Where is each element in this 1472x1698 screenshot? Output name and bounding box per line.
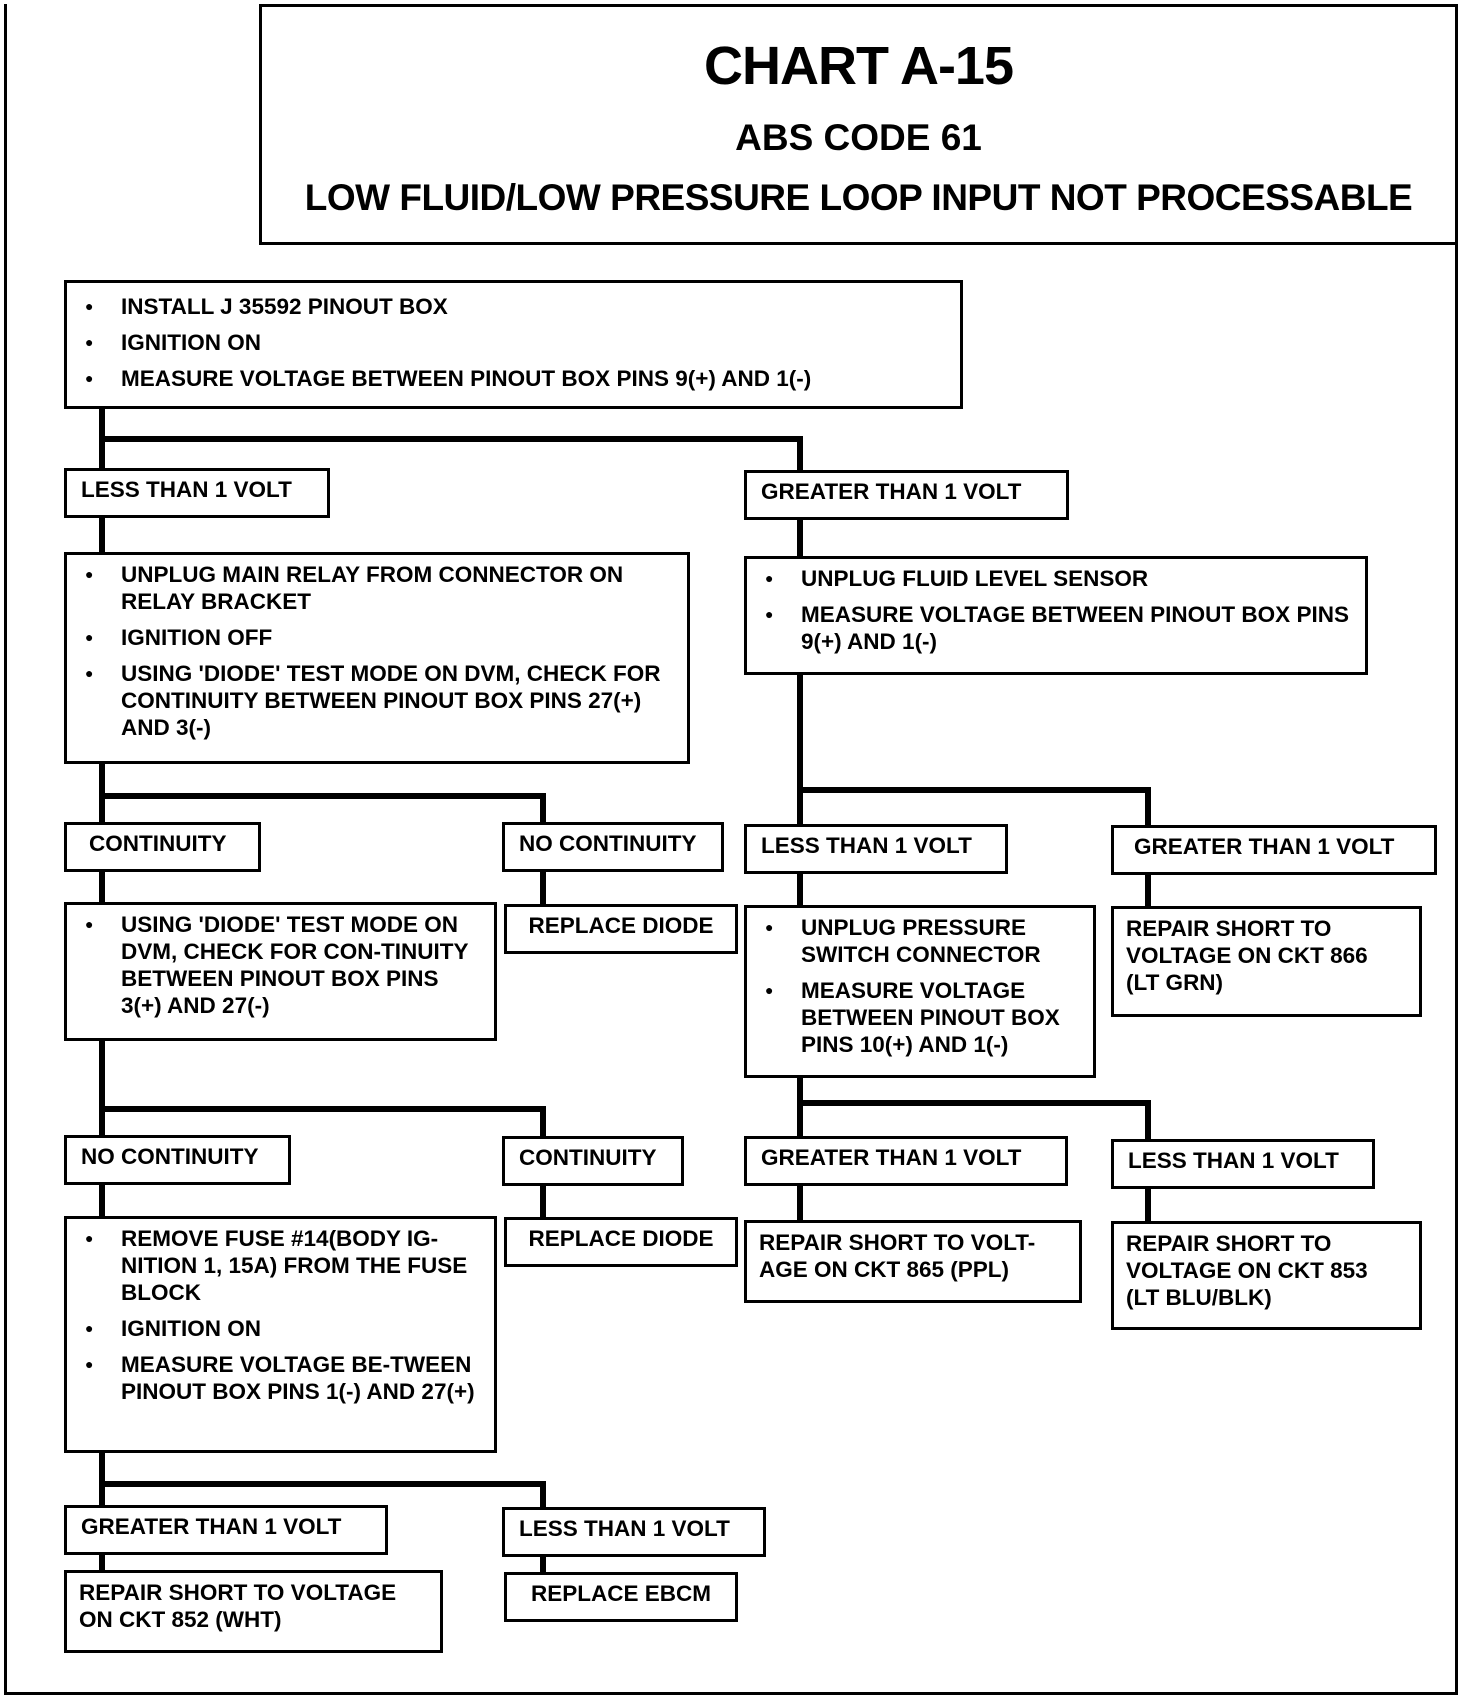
step-item: IGNITION ON — [79, 329, 948, 356]
action-replace-diode: REPLACE DIODE — [504, 1217, 738, 1267]
step-item: MEASURE VOLTAGE BETWEEN PINOUT BOX PINS … — [759, 601, 1353, 655]
branch-continuity: CONTINUITY — [64, 822, 261, 872]
branch-greater-than-1-volt: GREATER THAN 1 VOLT — [744, 1136, 1068, 1186]
title-block: CHART A-15 ABS CODE 61 LOW FLUID/LOW PRE… — [259, 4, 1458, 245]
branch-no-continuity: NO CONTINUITY — [502, 822, 724, 872]
chart-frame — [4, 4, 1458, 1695]
branch-less-than-1-volt: LESS THAN 1 VOLT — [502, 1507, 766, 1557]
step-fluid-level-sensor-check: UNPLUG FLUID LEVEL SENSOR MEASURE VOLTAG… — [744, 556, 1368, 675]
step-item: MEASURE VOLTAGE BE-TWEEN PINOUT BOX PINS… — [79, 1351, 482, 1405]
chart-title: CHART A-15 — [703, 36, 1014, 96]
action-text: REPAIR SHORT TO VOLTAGE ON CKT 866 (LT G… — [1126, 916, 1368, 995]
action-repair-short-ckt-866: REPAIR SHORT TO VOLTAGE ON CKT 866 (LT G… — [1111, 906, 1422, 1017]
step-item: UNPLUG MAIN RELAY FROM CONNECTOR ON RELA… — [79, 561, 675, 615]
branch-less-than-1-volt: LESS THAN 1 VOLT — [1111, 1139, 1375, 1189]
step-fuse-removal-check: REMOVE FUSE #14(BODY IG-NITION 1, 15A) F… — [64, 1216, 497, 1453]
step-main-relay-check: UNPLUG MAIN RELAY FROM CONNECTOR ON RELA… — [64, 552, 690, 764]
step-item: IGNITION OFF — [79, 624, 675, 651]
step-install-pinout-box: INSTALL J 35592 PINOUT BOX IGNITION ON M… — [64, 280, 963, 409]
chart-code: ABS CODE 61 — [735, 117, 982, 158]
action-text: REPAIR SHORT TO VOLT-AGE ON CKT 865 (PPL… — [759, 1230, 1036, 1282]
step-pressure-switch-check: UNPLUG PRESSURE SWITCH CONNECTOR MEASURE… — [744, 905, 1096, 1078]
step-item: REMOVE FUSE #14(BODY IG-NITION 1, 15A) F… — [79, 1225, 482, 1306]
step-item: IGNITION ON — [79, 1315, 482, 1342]
step-item: USING 'DIODE' TEST MODE ON DVM, CHECK FO… — [79, 911, 482, 1019]
step-diode-reverse-check: USING 'DIODE' TEST MODE ON DVM, CHECK FO… — [64, 902, 497, 1041]
step-item: INSTALL J 35592 PINOUT BOX — [79, 293, 948, 320]
action-replace-ebcm: REPLACE EBCM — [504, 1572, 738, 1622]
branch-greater-than-1-volt: GREATER THAN 1 VOLT — [1111, 825, 1437, 875]
branch-less-than-1-volt: LESS THAN 1 VOLT — [64, 468, 330, 518]
branch-no-continuity: NO CONTINUITY — [64, 1135, 291, 1185]
chart-description: LOW FLUID/LOW PRESSURE LOOP INPUT NOT PR… — [304, 177, 1413, 218]
branch-greater-than-1-volt: GREATER THAN 1 VOLT — [64, 1505, 388, 1555]
branch-continuity: CONTINUITY — [502, 1136, 684, 1186]
step-item: UNPLUG PRESSURE SWITCH CONNECTOR — [759, 914, 1081, 968]
action-repair-short-ckt-852: REPAIR SHORT TO VOLTAGE ON CKT 852 (WHT) — [64, 1570, 443, 1653]
step-item: UNPLUG FLUID LEVEL SENSOR — [759, 565, 1353, 592]
action-text: REPAIR SHORT TO VOLTAGE ON CKT 852 (WHT) — [79, 1580, 397, 1632]
step-item: USING 'DIODE' TEST MODE ON DVM, CHECK FO… — [79, 660, 675, 741]
action-text: REPAIR SHORT TO VOLTAGE ON CKT 853 (LT B… — [1126, 1231, 1368, 1310]
step-item: MEASURE VOLTAGE BETWEEN PINOUT BOX PINS … — [79, 365, 948, 392]
step-item: MEASURE VOLTAGE BETWEEN PINOUT BOX PINS … — [759, 977, 1081, 1058]
action-repair-short-ckt-865: REPAIR SHORT TO VOLT-AGE ON CKT 865 (PPL… — [744, 1220, 1082, 1303]
action-repair-short-ckt-853: REPAIR SHORT TO VOLTAGE ON CKT 853 (LT B… — [1111, 1221, 1422, 1330]
branch-greater-than-1-volt: GREATER THAN 1 VOLT — [744, 470, 1069, 520]
branch-less-than-1-volt: LESS THAN 1 VOLT — [744, 824, 1008, 874]
action-replace-diode: REPLACE DIODE — [504, 904, 738, 954]
